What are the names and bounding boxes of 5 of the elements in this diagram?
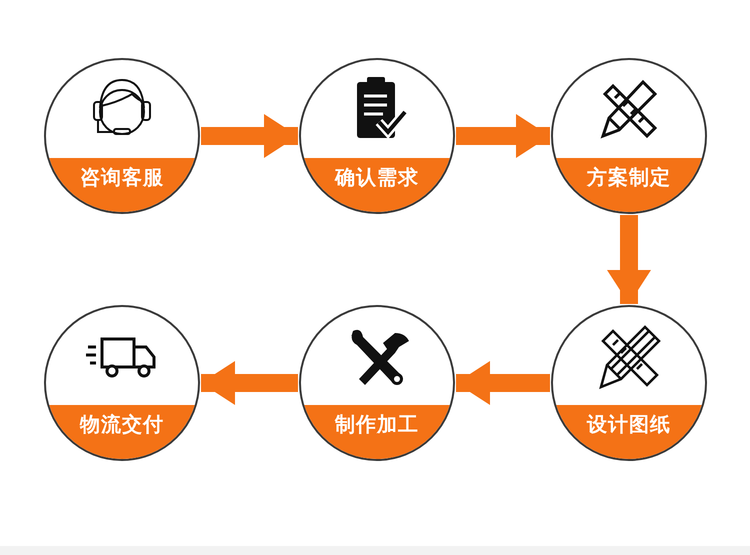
- arrow: [201, 114, 298, 158]
- arrow: [456, 361, 550, 405]
- arrow: [201, 361, 298, 405]
- arrow: [456, 114, 550, 158]
- arrow: [607, 215, 651, 304]
